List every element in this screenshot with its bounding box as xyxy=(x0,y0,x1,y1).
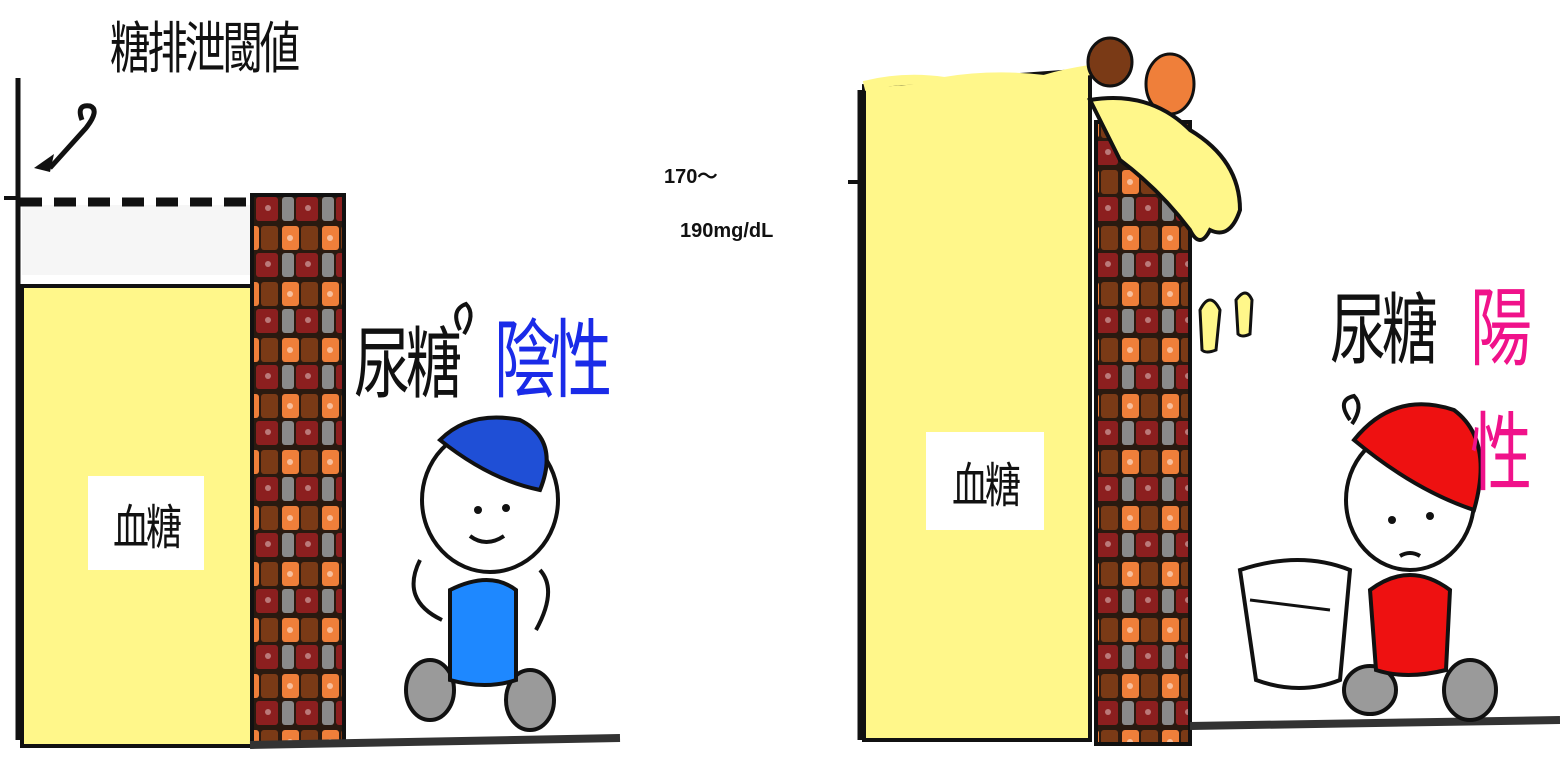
bucket-icon xyxy=(1237,558,1353,690)
left-child-cap xyxy=(437,415,549,493)
sugar-drip xyxy=(1198,298,1222,354)
right-blood-sugar-box xyxy=(862,67,1092,742)
falling-brick xyxy=(1086,36,1134,88)
threshold-range-line2: 190mg/dL xyxy=(680,220,774,242)
right-panel xyxy=(848,36,1560,746)
sugar-drip xyxy=(1234,291,1254,338)
threshold-title: 糖排泄閾値 xyxy=(110,17,300,82)
left-child-character xyxy=(404,301,560,732)
threshold-range-line1: 170～ xyxy=(664,166,718,188)
threshold-pointer-arrow xyxy=(48,103,97,170)
right-child-cap xyxy=(1351,402,1483,513)
right-child-shirt xyxy=(1367,573,1453,677)
left-blood-sugar-label: 血糖 xyxy=(88,476,204,570)
left-urine-sugar-label: 尿糖 xyxy=(354,320,462,410)
threshold-gap-area xyxy=(22,205,250,275)
left-kidney-brick-wall xyxy=(250,193,346,747)
right-child-character xyxy=(1237,393,1498,722)
right-ground-line xyxy=(1189,716,1560,730)
left-ground-line xyxy=(249,734,621,749)
left-result-negative: 陰性 xyxy=(494,311,612,411)
right-result-positive: 陽性 xyxy=(1470,279,1532,504)
sugar-overflow-spill xyxy=(1086,96,1243,242)
right-blood-sugar-label: 血糖 xyxy=(926,432,1044,530)
left-child-overalls xyxy=(448,578,518,687)
right-urine-sugar-label: 尿糖 xyxy=(1330,286,1438,376)
